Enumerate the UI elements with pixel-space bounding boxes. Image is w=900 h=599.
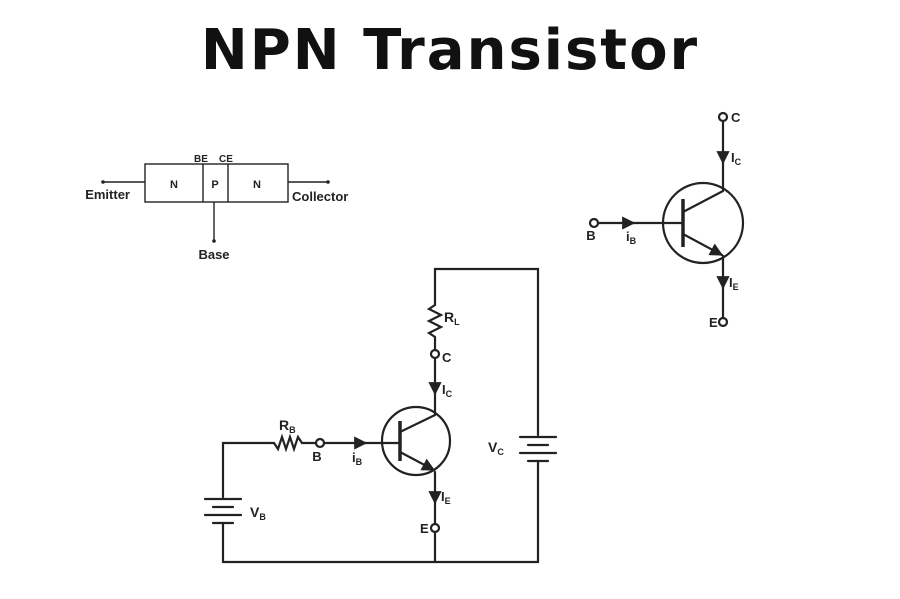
symbol-current-c: IC: [731, 150, 742, 167]
npn-symbol: C IC B iB IE E: [586, 110, 745, 330]
symbol-collector-leg: [681, 189, 725, 214]
circuit-top-wire: [433, 267, 540, 437]
circuit-current-b: iB: [352, 450, 363, 467]
base-resistor: [268, 433, 318, 453]
circuit: RL C IC B iB RB VB: [203, 267, 558, 564]
base-label: Base: [198, 247, 229, 262]
base-resistor-label: RB: [279, 417, 296, 435]
transistor-structure: N P N BE CE Emitter Collector Base: [85, 154, 348, 262]
circuit-base-label: B: [312, 449, 321, 464]
region-p-base: P: [211, 179, 218, 191]
symbol-emitter-leg: [681, 232, 724, 257]
base-terminal-dot: [212, 239, 216, 243]
symbol-base-label: B: [586, 228, 595, 243]
circuit-base-terminal: [314, 437, 326, 449]
circuit-transistor-collector-leg: [398, 413, 437, 434]
junction-label-be: BE: [194, 154, 208, 165]
load-resistor: [426, 303, 444, 352]
circuit-current-e: IE: [441, 489, 451, 506]
circuit-emitter-terminal: [429, 522, 441, 534]
emitter-terminal-dot: [101, 180, 105, 184]
vb-battery-label: VB: [250, 504, 266, 522]
symbol-collector-label: C: [731, 110, 741, 125]
symbol-base-terminal: [588, 217, 600, 229]
symbol-emitter-terminal: [717, 316, 729, 328]
junction-label-ce: CE: [219, 154, 233, 165]
symbol-emitter-label: E: [709, 315, 718, 330]
vc-battery-label: VC: [488, 439, 504, 457]
page-title: NPN Transistor: [200, 18, 700, 83]
load-resistor-label: RL: [444, 309, 460, 327]
circuit-collector-terminal: [429, 348, 441, 360]
collector-terminal-dot: [326, 180, 330, 184]
circuit-base-left-wire: [221, 441, 272, 499]
circuit-emitter-label: E: [420, 521, 429, 536]
region-n-emitter: N: [170, 179, 178, 191]
symbol-current-b: iB: [626, 229, 637, 246]
collector-label: Collector: [292, 189, 348, 204]
symbol-current-e: IE: [729, 275, 739, 292]
circuit-transistor-emitter-leg: [398, 450, 436, 472]
structure-body: [144, 163, 289, 203]
region-n-collector: N: [253, 179, 261, 191]
circuit-current-c: IC: [442, 382, 453, 399]
symbol-collector-terminal: [717, 111, 729, 123]
emitter-label: Emitter: [85, 187, 130, 202]
circuit-collector-label: C: [442, 350, 452, 365]
circuit-transistor-envelope: [380, 405, 452, 477]
